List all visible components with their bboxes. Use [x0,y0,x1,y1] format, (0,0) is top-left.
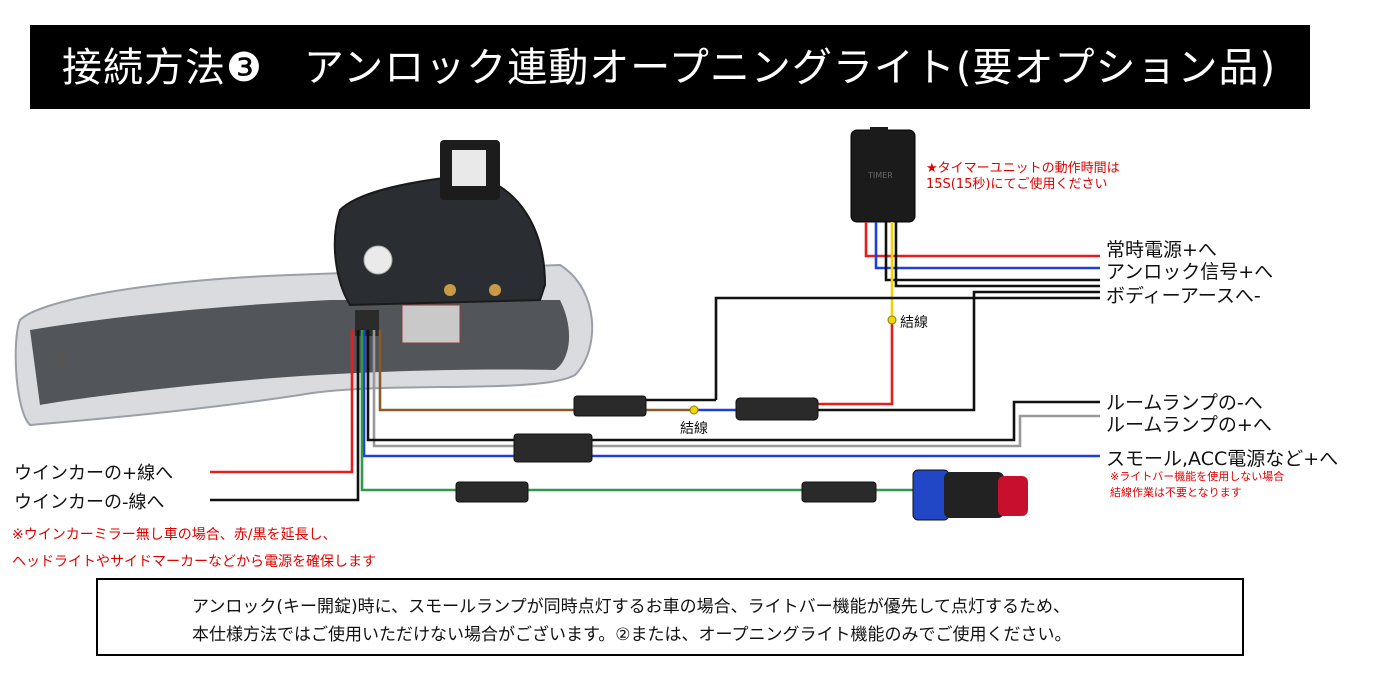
connector-4 [801,481,877,503]
timer-wire-blue [874,222,1100,270]
timer-wire-black2 [894,222,1100,288]
connector-1 [573,395,647,417]
black-return [818,290,1100,412]
lightbar-note-line1: ※ライトバー機能を使用しない場合 [1110,470,1285,483]
title-bar: 接続方法❸ アンロック連動オープニングライト(要オプション品) [30,25,1310,109]
label-winker-minus: ウインカーの-線へ [14,492,165,513]
timer-unit: TIMER [850,127,916,223]
winker-note-line2: ヘッドライトやサイドマーカーなどから電源を確保します [12,554,376,570]
white-wire-out [592,414,1100,448]
label-small-acc: スモール,ACC電源など+へ [1106,448,1339,470]
lightbar-note-line2: 結線作業は不要となります [1110,486,1242,499]
label-winker-plus: ウインカーの+線へ [14,463,174,484]
label-room-lamp-plus: ルームランプの+へ [1106,414,1272,436]
green-wire [360,330,458,492]
timer-note-line1: ★タイマーユニットの動作時間は [926,161,1120,176]
label-body-ground: ボディーアースへ- [1106,285,1261,307]
splice-point-bottom [689,405,699,415]
warning-line2: 本仕様方法ではご使用いただけない場合がございます。②または、オープニングライト機… [192,625,1072,645]
ground-to-body [714,296,1100,400]
blue-small-wire [362,330,1100,458]
inline-fuse [735,397,819,421]
svg-text:TIMER: TIMER [867,171,893,180]
label-unlock-signal: アンロック信号+へ [1106,261,1274,283]
winker-red-wire [210,330,354,474]
timer-wire-black [884,222,1100,282]
splice-point-top [887,315,897,325]
splice-label-top: 結線 [900,315,928,331]
mirror-unit-image [14,140,594,427]
timer-wire-red [864,222,1100,258]
page-title: 接続方法❸ アンロック連動オープニングライト(要オプション品) [62,45,1277,91]
connector-3 [455,481,529,503]
label-constant-power: 常時電源+へ [1106,239,1217,261]
winker-black-wire [210,330,360,502]
black-room-wire [366,330,520,442]
brown-wire [378,330,580,412]
white-wire [372,330,520,448]
warning-line1: アンロック(キー開錠)時に、スモールランプが同時点灯するお車の場合、ライトバー機… [192,597,1071,617]
connector-2 [513,433,593,463]
label-room-lamp-minus: ルームランプの-へ [1106,392,1263,414]
winker-note-line1: ※ウインカーミラー無し車の場合、赤/黒を延長し、 [12,527,337,543]
splice-red [818,320,894,406]
push-switch [912,469,1028,521]
black-room-out [592,400,1100,442]
timer-note-line2: 15S(15秒)にてご使用ください [926,177,1108,192]
splice-label-bottom: 結線 [680,421,708,437]
warning-box: アンロック(キー開錠)時に、スモールランプが同時点灯するお車の場合、ライトバー機… [96,578,1244,656]
